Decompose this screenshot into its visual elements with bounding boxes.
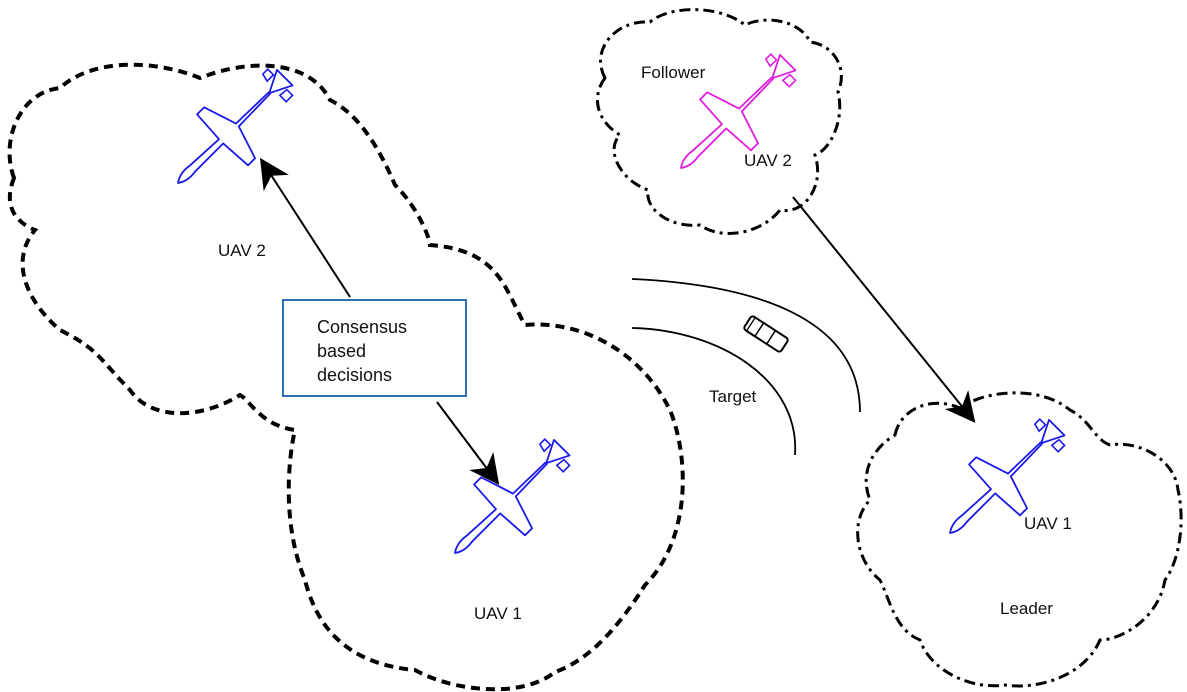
- follower-uav-label: UAV 2: [744, 151, 792, 170]
- follower-region-cloud: [596, 8, 843, 235]
- consensus-decisions-box: Consensus based decisions: [282, 299, 467, 397]
- leader-region-cloud: [856, 391, 1183, 688]
- consensus-region-cloud: [7, 62, 685, 692]
- road-curve-outer: [631, 278, 861, 413]
- consensus-line-1: Consensus: [317, 317, 408, 337]
- consensus-line-2: based: [317, 341, 367, 361]
- target-label: Target: [709, 387, 757, 406]
- airplane-icon: [429, 421, 589, 581]
- leader-uav-label: UAV 1: [1024, 514, 1072, 533]
- car-icon: [743, 315, 789, 353]
- arrow-follower-to-leader: [792, 196, 976, 423]
- arrow-consensus-to-uav2: [259, 157, 351, 298]
- consensus-line-3: decisions: [317, 365, 393, 385]
- uav1-label: UAV 1: [474, 604, 522, 623]
- airplane-icon: [152, 51, 312, 211]
- airplane-icon: [924, 401, 1084, 561]
- airplane-icon: [655, 36, 815, 196]
- follower-role-label: Follower: [641, 63, 706, 82]
- leader-role-label: Leader: [1000, 599, 1053, 618]
- arrow-consensus-to-uav1: [436, 401, 500, 485]
- road-curve-inner: [631, 327, 796, 456]
- uav2-label: UAV 2: [218, 241, 266, 260]
